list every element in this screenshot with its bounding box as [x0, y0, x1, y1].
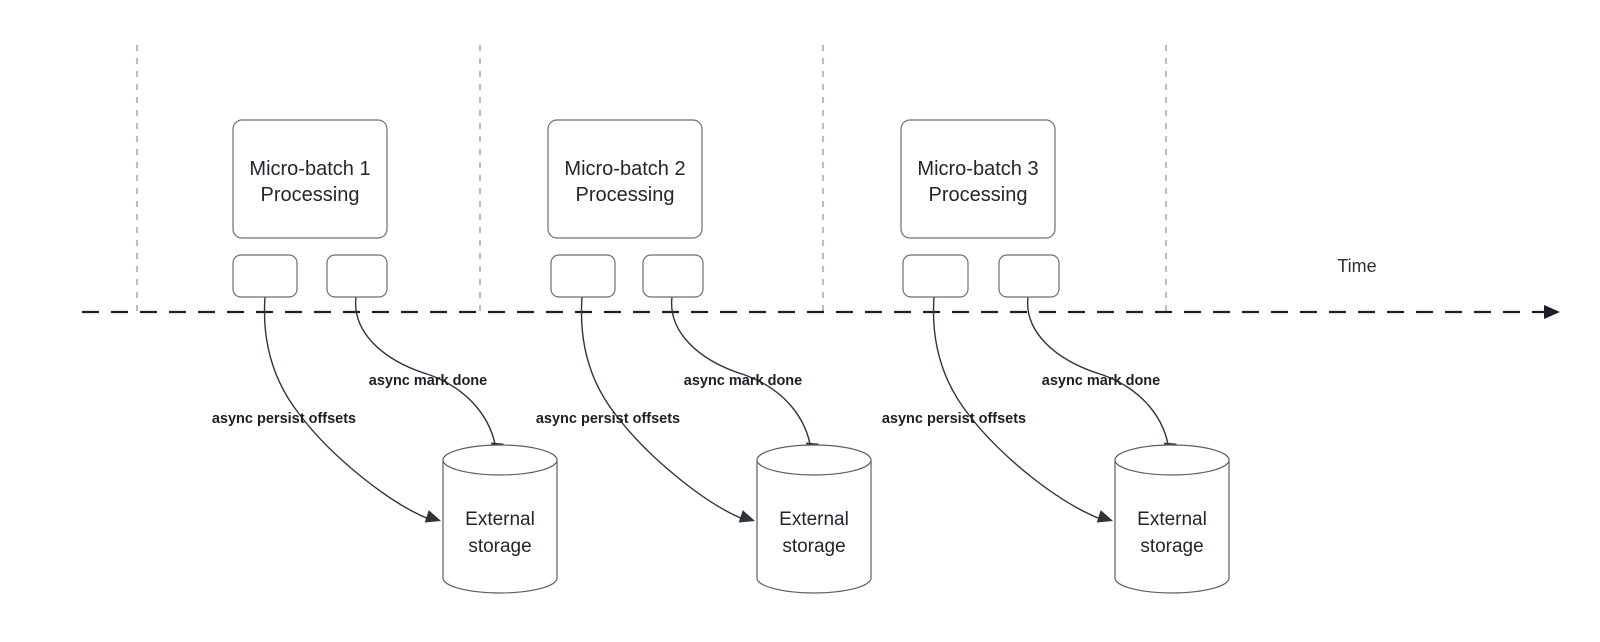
shapes-layer	[232, 119, 1230, 594]
external-storage-label-line2: storage	[1140, 536, 1203, 557]
micro-batch-label-line2: Processing	[576, 184, 675, 206]
mark-done-task-box[interactable]	[998, 254, 1060, 298]
async-mark-done-edge-curve	[670, 296, 812, 451]
micro-batch-label-line2: Processing	[929, 184, 1028, 206]
external-storage-cylinder-body[interactable]	[756, 459, 872, 594]
external-storage-cylinder-cap	[442, 444, 558, 476]
async-persist-offsets-edge-label: async persist offsets	[536, 411, 680, 427]
async-persist-offsets-edge-label: async persist offsets	[882, 411, 1026, 427]
micro-batch-processing-box[interactable]	[900, 119, 1056, 239]
external-storage-label-line2: storage	[782, 536, 845, 557]
external-storage-label-line1: External	[465, 509, 535, 530]
external-storage-label-line2: storage	[468, 536, 531, 557]
persist-offsets-task-box[interactable]	[232, 254, 298, 298]
async-persist-offsets-edge-arrowhead	[424, 510, 441, 523]
flow-edges-layer	[263, 296, 1177, 523]
async-persist-offsets-edge-label: async persist offsets	[212, 411, 356, 427]
async-persist-offsets-edge-curve	[580, 296, 749, 522]
micro-batch-label-line1: Micro-batch 2	[564, 158, 685, 180]
mark-done-task-box[interactable]	[326, 254, 388, 298]
async-mark-done-edge-curve	[1026, 296, 1170, 451]
timeline-layer	[82, 305, 1560, 319]
async-mark-done-edge-label: async mark done	[1042, 373, 1160, 389]
micro-batch-processing-box[interactable]	[232, 119, 388, 239]
async-mark-done-edge-label: async mark done	[684, 373, 802, 389]
persist-offsets-task-box[interactable]	[902, 254, 969, 298]
micro-batch-label-line1: Micro-batch 3	[917, 158, 1038, 180]
async-persist-offsets-edge-curve	[263, 296, 435, 522]
external-storage-cylinder-cap	[756, 444, 872, 476]
mark-done-task-box[interactable]	[642, 254, 704, 298]
persist-offsets-task-box[interactable]	[550, 254, 616, 298]
async-mark-done-edge-curve	[354, 296, 497, 451]
external-storage-label-line1: External	[779, 509, 849, 530]
async-persist-offsets-edge-arrowhead	[1096, 510, 1113, 523]
micro-batch-processing-box[interactable]	[547, 119, 703, 239]
external-storage-cylinder-body[interactable]	[1114, 459, 1230, 594]
micro-batch-label-line2: Processing	[261, 184, 360, 206]
time-axis-arrowhead	[1544, 305, 1560, 319]
external-storage-cylinder-body[interactable]	[442, 459, 558, 594]
micro-batch-label-line1: Micro-batch 1	[249, 158, 370, 180]
external-storage-label-line1: External	[1137, 509, 1207, 530]
async-mark-done-edge-label: async mark done	[369, 373, 487, 389]
async-persist-offsets-edge-arrowhead	[738, 510, 755, 523]
time-axis-label: Time	[1337, 256, 1376, 276]
external-storage-cylinder-cap	[1114, 444, 1230, 476]
async-persist-offsets-edge-curve	[932, 296, 1107, 522]
